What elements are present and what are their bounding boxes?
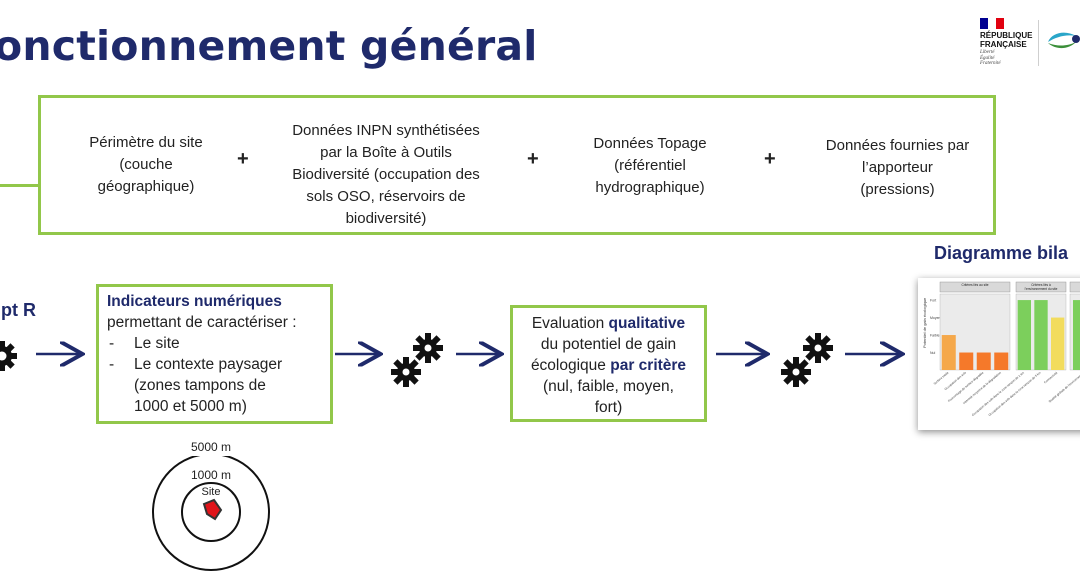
source-site-perimeter: Périmètre du site (couche géographique) <box>89 134 203 195</box>
bar <box>976 352 991 370</box>
facet-title: Critères liés à <box>1031 283 1051 287</box>
plus-sign: + <box>764 148 776 170</box>
republique-francaise-logo-text: RÉPUBLIQUE FRANÇAISE <box>980 31 1033 49</box>
facet-header <box>939 281 1011 293</box>
y-tick-label: Faible <box>930 334 940 338</box>
ofb-logo-icon <box>1048 32 1080 49</box>
evaluation-text: (nul, faible, moyen, fort) <box>543 378 674 416</box>
buffer-outer-label: 5000 m <box>190 440 232 454</box>
y-axis-label: Potentiel de gain écologique <box>922 297 927 348</box>
french-flag-icon <box>980 18 1004 29</box>
indicators-content: Indicateurs numériques permettant de car… <box>107 291 333 417</box>
facet-title: Critères liés au site <box>961 283 988 287</box>
plus-sign: + <box>237 148 249 170</box>
site-label: Site <box>201 486 221 498</box>
evaluation-text: écologique <box>530 357 611 374</box>
bar <box>941 335 956 370</box>
connector-line <box>0 184 39 187</box>
evaluation-bold-text: par critère <box>610 357 687 374</box>
y-tick-label: Moyen <box>930 316 941 320</box>
bar <box>1017 300 1031 370</box>
x-tick-label: Surface totale <box>933 370 950 385</box>
list-item: Le contexte paysager (zones tampons de 1… <box>107 354 333 417</box>
gear-icon <box>0 341 17 371</box>
bar <box>959 352 974 370</box>
buffer-inner-label: 1000 m <box>190 468 232 482</box>
output-diagram-title: Diagramme bila <box>934 243 1069 263</box>
bar <box>1051 317 1065 370</box>
gears-icon <box>781 333 833 387</box>
page-title: onctionnement général <box>0 22 538 70</box>
buffer-zones-diagram <box>152 456 270 571</box>
plus-sign: + <box>527 148 539 170</box>
y-tick-label: Fort <box>930 299 936 303</box>
gears-icon <box>391 333 443 387</box>
indicators-title: Indicateurs numériques <box>107 293 282 310</box>
facet-title: l'environnement du site <box>1025 287 1058 291</box>
bar <box>1034 300 1048 370</box>
evaluation-bold-text: qualitative <box>608 315 686 332</box>
list-item: Le site <box>107 333 333 354</box>
logo-separator <box>1038 20 1039 66</box>
evaluation-content: Evaluation qualitative du potentiel de g… <box>513 313 704 418</box>
x-tick-label: Intensité moyenne de la dégradation <box>962 370 1002 404</box>
indicators-subtitle: permettant de caractériser : <box>107 314 297 331</box>
site-polygon <box>202 498 223 521</box>
bar <box>1073 300 1080 370</box>
facet-header <box>1015 281 1067 293</box>
x-tick-label: Connectivité <box>1043 370 1058 384</box>
facet-header <box>1069 281 1080 293</box>
evaluation-text: du potentiel de gain <box>540 336 677 353</box>
source-contributor-data: Données fournies par l’apporteur (pressi… <box>825 137 970 198</box>
source-inpn-data: Données INPN synthétisées par la Boîte à… <box>292 122 480 227</box>
source-topage-data: Données Topage (référentiel hydrographiq… <box>593 135 707 196</box>
data-sources-box <box>38 95 996 235</box>
evaluation-box <box>510 305 707 422</box>
evaluation-text: Evaluation <box>531 315 609 332</box>
y-tick-label: Nul <box>930 351 935 355</box>
logo-motto: Liberté Égalité Fraternité <box>980 50 1001 66</box>
script-r-label: ipt R <box>0 300 36 320</box>
bar <box>994 352 1009 370</box>
